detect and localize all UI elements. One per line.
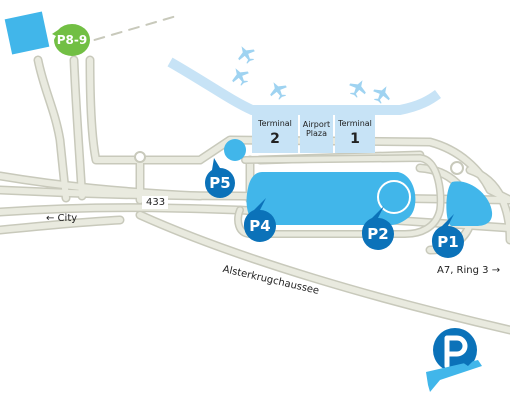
route-433-label: 433 xyxy=(146,197,166,208)
road-network xyxy=(0,14,510,335)
terminal-1-label: Terminal xyxy=(338,119,372,128)
airport-plaza[interactable]: Airport Plaza xyxy=(300,108,333,153)
airplane-icon xyxy=(373,86,390,104)
marker-p5 xyxy=(204,158,235,198)
terminal-1[interactable]: Terminal 1 xyxy=(335,108,375,153)
parking-areas xyxy=(4,11,493,226)
marker-p1 xyxy=(431,214,464,258)
marker-p5-label: P5 xyxy=(209,174,231,192)
marker-p4 xyxy=(243,198,276,242)
airplane-icon xyxy=(349,80,366,98)
marker-p89[interactable] xyxy=(52,24,90,56)
marker-p2-label: P2 xyxy=(367,225,389,243)
parking-area-p4-p2 xyxy=(246,172,416,225)
airplane-icon xyxy=(270,82,287,100)
parking-markers[interactable] xyxy=(204,158,464,258)
marker-p89-label: P8-9 xyxy=(56,33,88,47)
parking-area-p1 xyxy=(446,181,493,226)
airport-apron xyxy=(167,57,441,115)
marker-p4-label: P4 xyxy=(249,217,271,235)
terminal-2-label: Terminal xyxy=(258,119,292,128)
airplane-icon xyxy=(238,46,255,64)
parking-garage-ring xyxy=(377,180,411,214)
terminal-2[interactable]: Terminal 2 xyxy=(252,108,298,153)
airplane-icons xyxy=(232,46,390,104)
city-direction-label: ← City xyxy=(46,213,78,224)
marker-p2 xyxy=(361,206,394,250)
parking-area-p5 xyxy=(224,139,246,161)
terminal-2-number: 2 xyxy=(270,131,280,147)
terminal-1-number: 1 xyxy=(350,131,360,147)
parking-area-p89 xyxy=(4,11,50,55)
airport-plaza-label: Airport Plaza xyxy=(302,120,331,138)
marker-p89-box: P8-9 xyxy=(50,22,94,58)
marker-p1-label: P1 xyxy=(437,233,459,251)
parking-airport-logo-icon xyxy=(426,328,482,392)
airplane-icon xyxy=(232,68,249,86)
ring-direction-label: A7, Ring 3 → xyxy=(437,265,501,276)
route-433-box xyxy=(142,196,168,209)
